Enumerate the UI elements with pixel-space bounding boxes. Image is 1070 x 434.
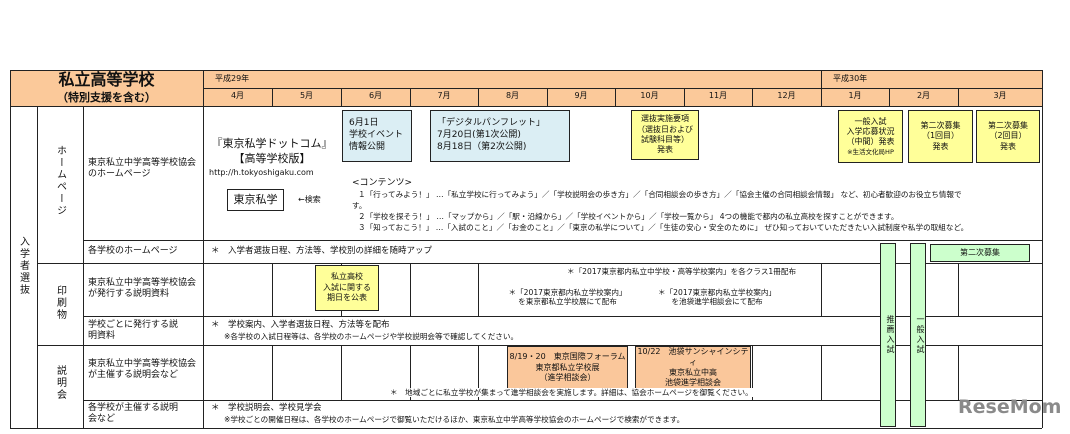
site-url[interactable]: http://h.tokyoshigaku.com bbox=[209, 168, 314, 177]
ikebukuro-fair-box: 10/22 池袋サンシャインシティ東京私立中高池袋進学相談会 bbox=[635, 346, 751, 390]
search-term-box: 東京私学 bbox=[227, 189, 284, 211]
month-11: 2月 bbox=[916, 91, 931, 100]
month-1: 4月 bbox=[230, 91, 245, 100]
school-print-note-1: ＊ 学校案内、入学者選抜日程、方法等を配布 bbox=[211, 320, 390, 330]
line-0: 10/22 池袋サンシャインシティ bbox=[637, 347, 749, 367]
line-0: 8/19・20 東京国際フォーラム bbox=[509, 352, 626, 362]
month-4: 7月 bbox=[437, 91, 451, 100]
line-2: （中間）発表 bbox=[846, 137, 895, 147]
class-distribution-note: ＊「2017東京都内私立中学校・高等学校案内」を各クラス1冊配布 bbox=[567, 267, 797, 277]
month-10: 1月 bbox=[848, 91, 862, 100]
line-3: ※生活文化局HP bbox=[847, 147, 894, 156]
group-print: 印刷物 bbox=[54, 285, 66, 321]
exam-date-box: 私立高校入試に関する期日を公表 bbox=[315, 265, 379, 311]
line-2: 情報公開 bbox=[349, 141, 386, 152]
year-label-h29: 平成29年 bbox=[215, 74, 250, 83]
school-brief-note-2: ※学校ごとの開催日程は、各学校のホームページで御覧いただけるほか、東京私立中学高… bbox=[224, 415, 685, 424]
contents-2: ２「学校を探そう！」 …「マップから」／「駅・沿線から」／「学校イベントから」／… bbox=[358, 212, 899, 221]
fair-distribution-note: ＊「2017東京都内私立学校案内」を東京都私立学校展にて配布 bbox=[500, 288, 635, 307]
line-2: 発表 bbox=[1000, 141, 1016, 151]
line-2: 発表 bbox=[932, 141, 949, 151]
page-title: 私立高等学校 bbox=[58, 70, 155, 89]
month-5: 8月 bbox=[505, 91, 520, 100]
page-subtitle: （特別支援を含む） bbox=[57, 91, 156, 104]
line-0: 選抜実施要項 bbox=[641, 114, 689, 124]
watermark-logo: ReseMom bbox=[958, 396, 1062, 418]
recommend-exam-label: 推薦入試 bbox=[886, 315, 895, 355]
row-school-hp: 各学校のホームページ bbox=[88, 246, 178, 256]
line-3: 発表 bbox=[657, 145, 673, 155]
second-recruit-1-box: 第二次募集（1回目）発表 bbox=[908, 110, 973, 163]
month-12: 3月 bbox=[993, 91, 1007, 100]
line-1: （選抜日および bbox=[637, 124, 693, 134]
row-school-print: 学校ごとに発行する説明資料 bbox=[88, 320, 179, 342]
row-assoc-brief: 東京私立中学高等学校協会が主催する説明会など bbox=[88, 359, 197, 381]
general-exam-label: 一般入試 bbox=[916, 315, 925, 355]
contents-title: <コンテンツ> bbox=[352, 178, 413, 188]
search-hint: ←検索 bbox=[298, 195, 321, 204]
contents-1-cont: す。 bbox=[352, 201, 367, 210]
line-1: 東京私立中高 bbox=[669, 368, 717, 377]
general-exam-status-box: 一般入試入学応募状況（中間）発表※生活文化局HP bbox=[838, 110, 903, 163]
school-print-note-2: ※各学校の入試日程等は、各学校のホームページや学校説明会等で確認してください。 bbox=[224, 332, 519, 341]
event-info-box: 6月1日学校イベント情報公開 bbox=[342, 110, 412, 162]
group-briefing: 説明会 bbox=[54, 365, 66, 401]
contents-1: １「行ってみよう！」 …「私立学校に行ってみよう」／「学校説明会の歩き方」／「合… bbox=[358, 190, 962, 199]
line-1: 学校イベント bbox=[349, 130, 404, 141]
recommend-exam-bar: 推薦入試 bbox=[880, 243, 896, 427]
year-label-h30: 平成30年 bbox=[833, 74, 868, 83]
line-1: を東京都私立学校展にて配布 bbox=[518, 297, 617, 307]
selection-guideline-box: 選抜実施要項（選抜日および試験科目等）発表 bbox=[631, 110, 699, 160]
line-0: 一般入試 bbox=[854, 116, 887, 126]
line-2: （進学相談会） bbox=[539, 373, 596, 383]
line-0: 第二次募集 bbox=[920, 120, 961, 130]
line-1: 東京都私立学校展 bbox=[535, 362, 600, 372]
line-2: 期日を公表 bbox=[327, 293, 367, 303]
category-label: 入学者選抜 bbox=[17, 236, 29, 296]
line-0: 私立高校 bbox=[331, 272, 363, 282]
site-name: 『東京私学ドットコム』 bbox=[211, 137, 333, 150]
month-6: 9月 bbox=[574, 91, 588, 100]
second-recruit-2-box: 第二次募集（2回目）発表 bbox=[976, 110, 1040, 163]
line-1: 入試に関する bbox=[323, 282, 371, 292]
tokyo-fair-box: 8/19・20 東京国際フォーラム東京都私立学校展（進学相談会） bbox=[507, 346, 628, 390]
line-2: 8月18日（第2次公開) bbox=[437, 141, 527, 152]
contents-3: ３「知っておこう！」 …「入試のこと」／「お金のこと」／「東京の私学について」／… bbox=[358, 223, 969, 232]
school-hp-note: ＊ 入学者選抜日程、方法等、学校別の詳細を随時アップ bbox=[211, 246, 433, 256]
line-2: 試験科目等） bbox=[641, 135, 689, 144]
month-8: 11月 bbox=[708, 91, 728, 100]
general-exam-bar: 一般入試 bbox=[910, 243, 926, 427]
line-0: 6月1日 bbox=[349, 118, 379, 129]
ikebukuro-distribution-note: ＊「2017東京都内私立学校案内」を池袋進学相談会にて配布 bbox=[642, 288, 792, 307]
line-0: ＊「2017東京都内私立学校案内」 bbox=[508, 288, 627, 297]
second-recruit-bar: 第二次募集 bbox=[930, 244, 1030, 262]
pamphlet-box: 「デジタルパンフレット」7月20日(第1次公開)8月18日（第2次公開) bbox=[430, 110, 570, 162]
site-sub: 【高等学校版】 bbox=[233, 152, 311, 165]
school-brief-note-1: ＊ 学校説明会、学校見学会 bbox=[211, 403, 322, 413]
month-2: 5月 bbox=[299, 91, 314, 100]
month-7: 10月 bbox=[640, 91, 659, 100]
assoc-brief-note: ＊ 地域ごとに私立学校が集まって進学相談会を実施します。詳細は、協会ホームページ… bbox=[390, 388, 753, 398]
line-1: （1回目） bbox=[921, 131, 960, 141]
group-homepage: ホームページ bbox=[54, 145, 66, 217]
line-2: 池袋進学相談会 bbox=[665, 378, 721, 388]
line-0: 第二次募集 bbox=[988, 120, 1028, 130]
month-9: 12月 bbox=[777, 91, 796, 100]
row-school-brief: 各学校が主催する説明会など bbox=[88, 403, 179, 425]
line-1: 7月20日(第1次公開) bbox=[437, 130, 521, 141]
line-0: ＊「2017東京都内私立学校案内」 bbox=[657, 288, 777, 297]
line-1: を池袋進学相談会にて配布 bbox=[671, 297, 763, 307]
row-assoc-print: 東京私立中学高等学校協会が発行する説明資料 bbox=[88, 278, 197, 300]
line-0: 「デジタルパンフレット」 bbox=[437, 118, 546, 129]
line-1: （2回目） bbox=[989, 131, 1027, 141]
line-1: 入学応募状況 bbox=[846, 127, 895, 137]
row-assoc-hp: 東京私立中学高等学校協会のホームページ bbox=[88, 158, 197, 180]
month-3: 6月 bbox=[368, 91, 383, 100]
